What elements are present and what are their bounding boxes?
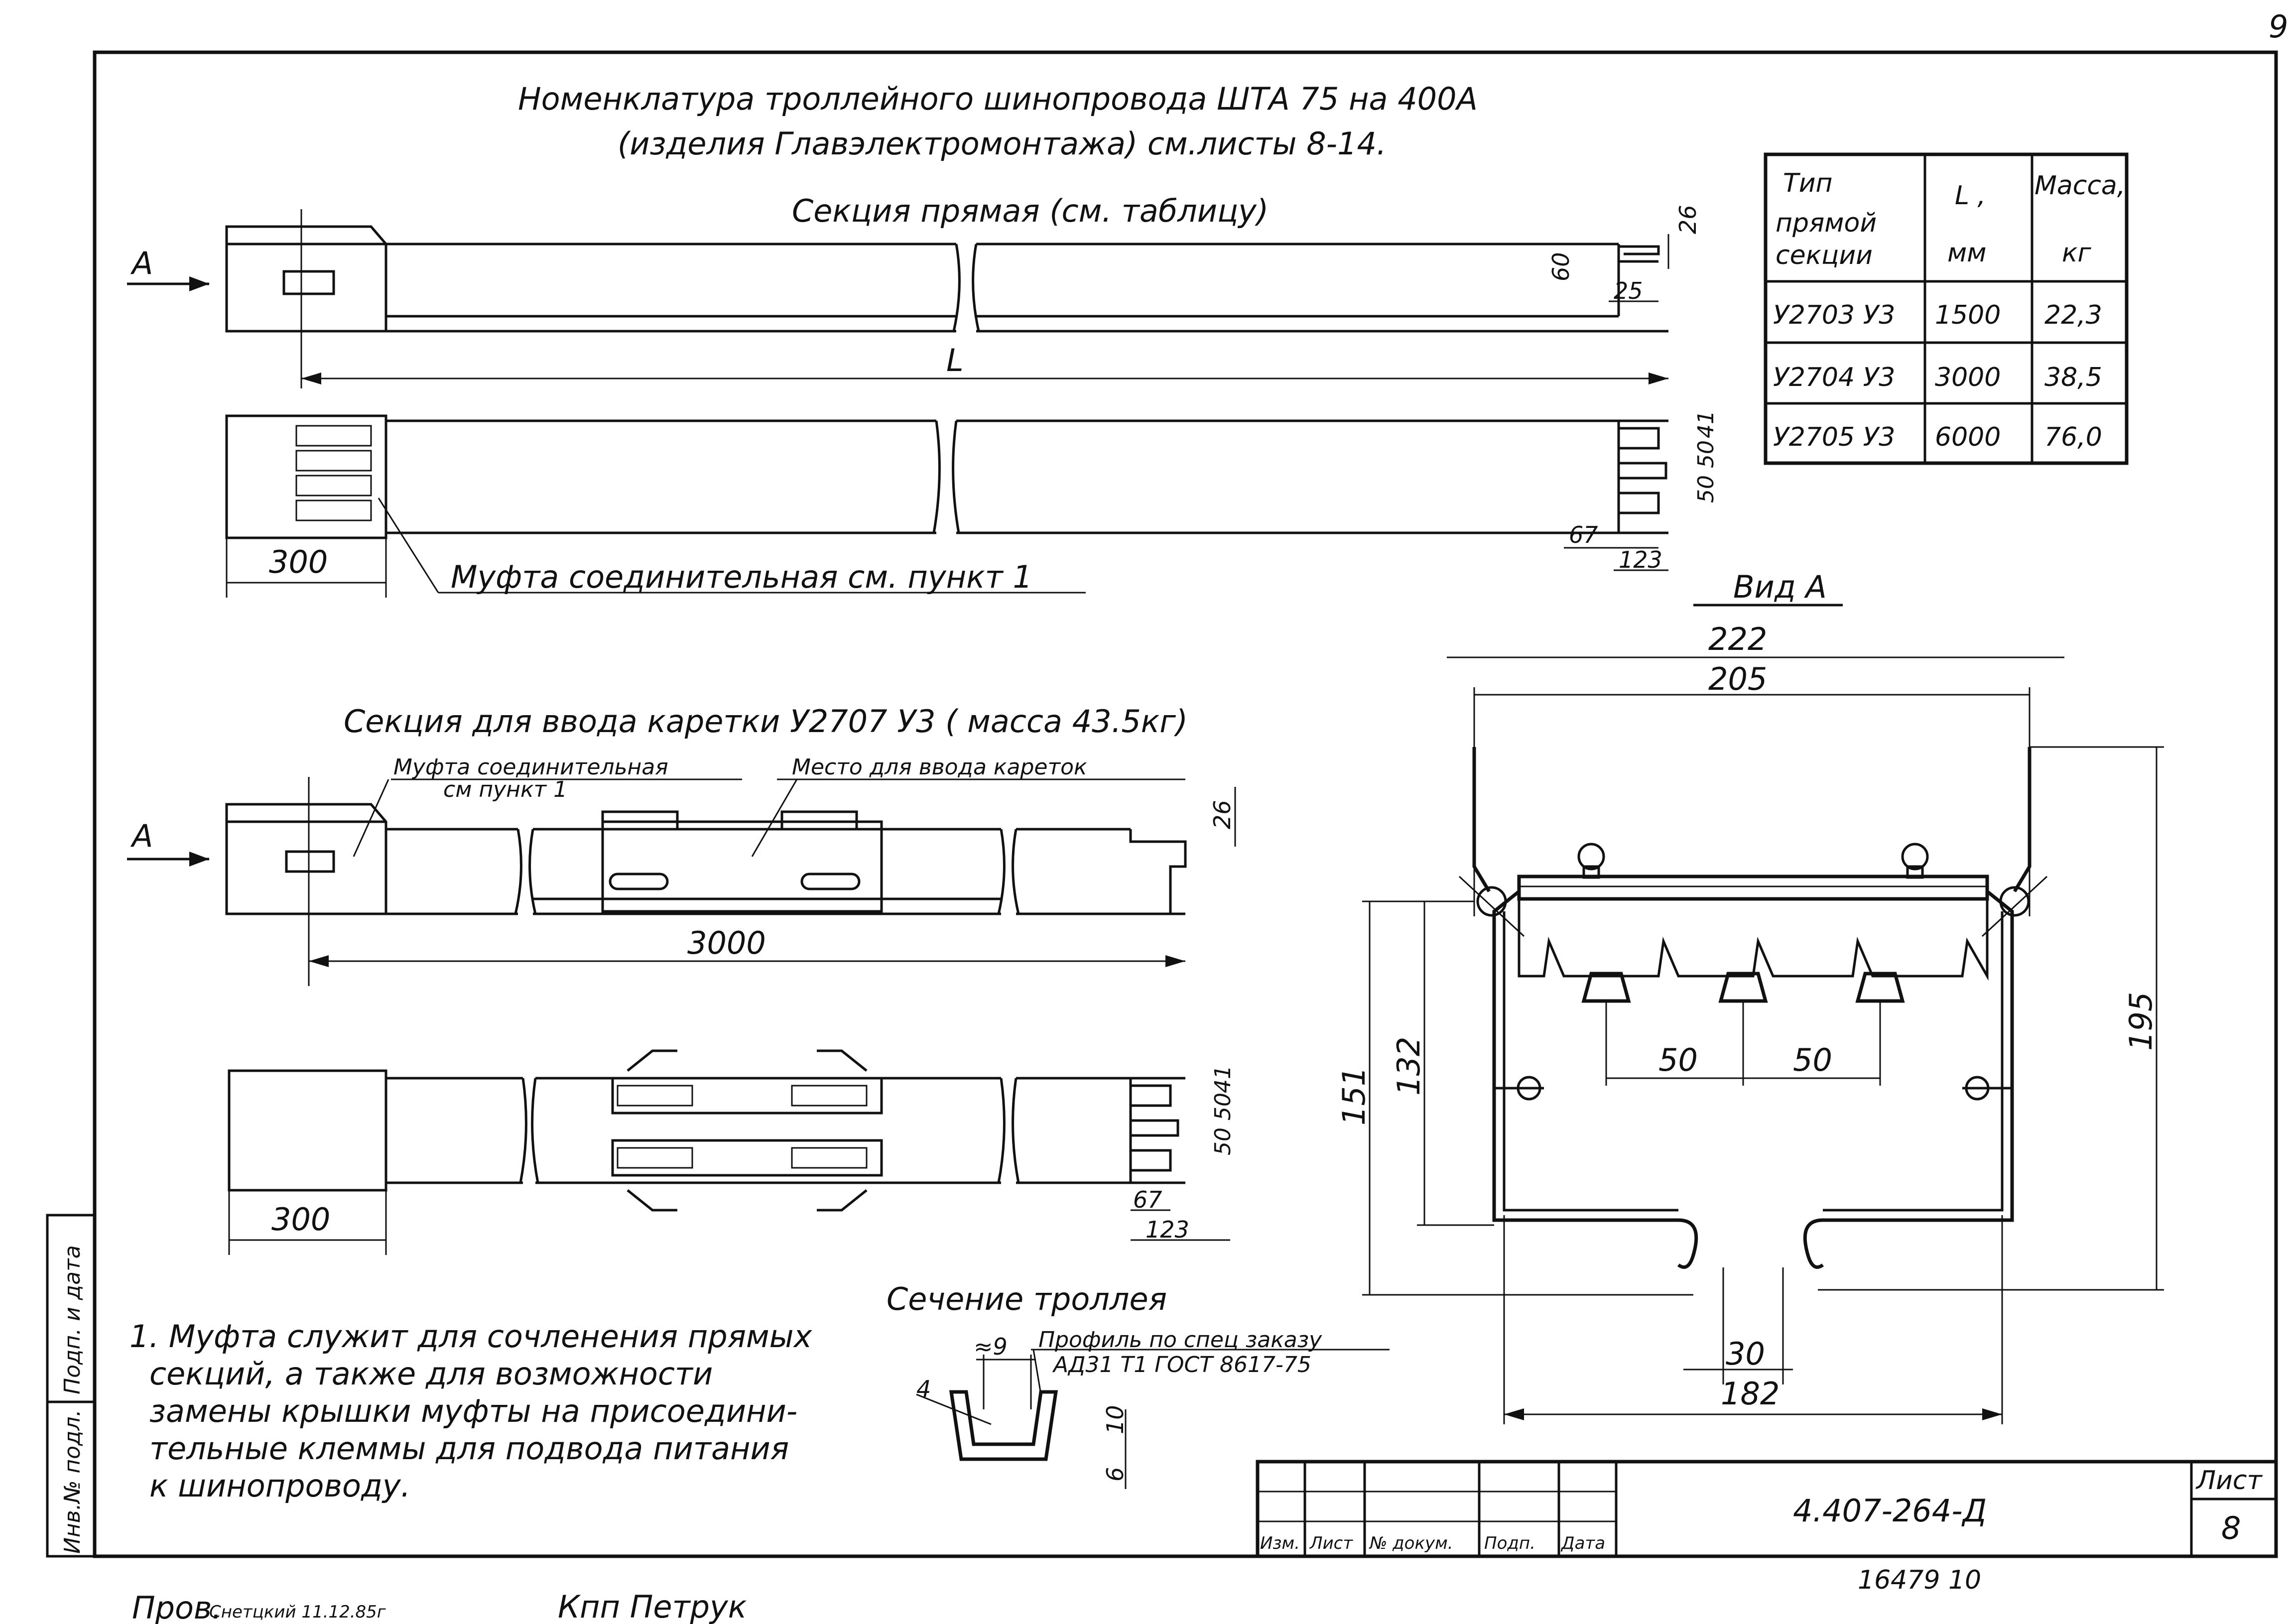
- svg-text:У2705 У3: У2705 У3: [1773, 422, 1895, 452]
- svg-text:123: 123: [1619, 546, 1662, 573]
- svg-text:Дата: Дата: [1560, 1533, 1605, 1553]
- svg-text:Пров.: Пров.: [132, 1590, 222, 1624]
- svg-text:У2704 У3: У2704 У3: [1773, 363, 1895, 392]
- straight-section-plan: 50 50 41 67 123 300 Муфта соединительная…: [225, 410, 1719, 598]
- svg-text:300: 300: [271, 1201, 330, 1238]
- stamp-inventory: Инв.№ подл.: [60, 1409, 85, 1554]
- page-number: 9: [2269, 8, 2288, 45]
- svg-text:67: 67: [1133, 1186, 1162, 1213]
- svg-text:L ,: L ,: [1955, 181, 1986, 211]
- svg-text:50: 50: [1793, 1042, 1832, 1078]
- svg-text:1500: 1500: [1935, 300, 2001, 330]
- svg-text:Муфта соединительная: Муфта соединительная: [393, 754, 668, 780]
- svg-text:22,3: 22,3: [2044, 300, 2102, 330]
- length-symbol: L: [946, 342, 964, 378]
- svg-text:195: 195: [2123, 992, 2159, 1051]
- svg-text:67: 67: [1569, 521, 1598, 548]
- note-block: 1. Муфта служит для сочленения прямых се…: [129, 1318, 813, 1504]
- svg-text:6000: 6000: [1935, 422, 2001, 452]
- svg-text:мм: мм: [1947, 238, 1986, 268]
- svg-text:кг: кг: [2062, 238, 2091, 268]
- svg-text:30: 30: [1726, 1336, 1765, 1372]
- arrow-a-label: А: [130, 245, 153, 281]
- straight-section-elevation: А 26 60 25 L: [127, 205, 1701, 388]
- svg-text:тельные клеммы для подвода пит: тельные клеммы для подвода питания: [149, 1430, 789, 1467]
- svg-text:Масса,: Масса,: [2035, 171, 2125, 201]
- title-line-1: Номенклатура троллейного шинопровода ШТА…: [518, 81, 1478, 117]
- arrow-a-icon: [189, 852, 209, 867]
- entry-section-plan: 50 50 41 67 123 300: [228, 1049, 1236, 1255]
- svg-text:секции: секции: [1776, 241, 1873, 270]
- designation: 4.407-264-Д: [1793, 1493, 1987, 1529]
- svg-text:А: А: [130, 818, 153, 854]
- svg-text:205: 205: [1708, 661, 1767, 697]
- svg-text:№ докум.: № докум.: [1369, 1533, 1453, 1553]
- svg-text:123: 123: [1145, 1216, 1189, 1243]
- svg-text:3000: 3000: [1935, 363, 2001, 392]
- svg-text:6: 6: [1102, 1467, 1129, 1482]
- svg-text:50: 50: [1693, 475, 1719, 503]
- svg-text:к шинопроводу.: к шинопроводу.: [149, 1468, 410, 1504]
- svg-text:≈9: ≈9: [974, 1333, 1008, 1360]
- entry-section-elevation: Муфта соединительная см пункт 1 Место дл…: [127, 754, 1236, 986]
- archive-number: 16479 10: [1858, 1565, 1981, 1595]
- svg-text:3000: 3000: [687, 925, 766, 961]
- svg-text:222: 222: [1708, 621, 1767, 657]
- svg-text:300: 300: [269, 544, 328, 580]
- svg-text:26: 26: [1209, 800, 1236, 829]
- view-a-heading: Вид А: [1733, 569, 1827, 605]
- svg-text:50: 50: [1693, 440, 1719, 468]
- svg-text:50: 50: [1210, 1093, 1236, 1121]
- title-line-2: (изделия Главэлектромонтажа) см.листы 8-…: [618, 125, 1387, 162]
- svg-text:АД31 Т1 ГОСТ 8617-75: АД31 Т1 ГОСТ 8617-75: [1052, 1352, 1311, 1377]
- section-type-table: Тип прямой секции L , мм Масса, кг У2703…: [1764, 152, 2129, 465]
- svg-text:У2703 У3: У2703 У3: [1773, 300, 1895, 330]
- arrow-a-icon: [189, 276, 209, 291]
- svg-text:секций, а также для возможност: секций, а также для возможности: [149, 1356, 713, 1392]
- svg-text:151: 151: [1336, 1067, 1372, 1125]
- svg-text:38,5: 38,5: [2044, 363, 2102, 392]
- svg-text:132: 132: [1391, 1037, 1427, 1096]
- sheet-number: 8: [2221, 1510, 2241, 1546]
- stamp-signature-date: Подп. и дата: [60, 1245, 85, 1394]
- svg-text:1. Муфта служит для сочленения: 1. Муфта служит для сочленения прямых: [129, 1318, 813, 1355]
- svg-text:Подп.: Подп.: [1484, 1533, 1535, 1553]
- svg-text:50: 50: [1658, 1042, 1698, 1078]
- svg-text:Профиль по спец заказу: Профиль по спец заказу: [1038, 1327, 1322, 1353]
- svg-text:Лист: Лист: [1309, 1533, 1353, 1553]
- svg-text:26: 26: [1674, 205, 1701, 234]
- svg-text:25: 25: [1614, 277, 1643, 304]
- entry-section-heading: Секция для ввода каретки У2707 У3 ( масс…: [344, 703, 1188, 740]
- svg-text:182: 182: [1721, 1375, 1780, 1412]
- svg-text:Место для ввода кареток: Место для ввода кареток: [792, 754, 1087, 780]
- svg-text:10: 10: [1102, 1405, 1129, 1434]
- side-stamp: Инв.№ подл. Подп. и дата: [46, 1214, 96, 1558]
- svg-text:см пункт 1: см пункт 1: [443, 777, 567, 802]
- coupling-label: Муфта соединительная см. пункт 1: [451, 559, 1032, 595]
- svg-text:76,0: 76,0: [2044, 422, 2102, 452]
- title-block: Изм. Лист № докум. Подп. Дата 4.407-264-…: [1256, 1460, 2278, 1558]
- svg-text:Тип: Тип: [1783, 168, 1833, 198]
- svg-text:Изм.: Изм.: [1260, 1533, 1300, 1553]
- svg-text:Снетцкий 11.12.85г: Снетцкий 11.12.85г: [209, 1602, 386, 1622]
- svg-text:41: 41: [1210, 1065, 1236, 1093]
- trolley-section-heading: Сечение троллея: [887, 1281, 1167, 1317]
- sheet-frame: [93, 50, 2278, 1558]
- svg-text:41: 41: [1693, 410, 1719, 438]
- svg-text:прямой: прямой: [1776, 208, 1877, 238]
- svg-text:50: 50: [1210, 1127, 1236, 1155]
- trolley-profile: ≈9 4 10 6 Профиль по спец заказу АД31 Т1…: [916, 1327, 1390, 1489]
- svg-text:Лист: Лист: [2195, 1466, 2263, 1496]
- view-a-cross-section: 222 205: [1336, 621, 2164, 1424]
- straight-section-heading: Секция прямая (см. таблицу): [792, 193, 1269, 229]
- svg-text:замены крышки муфты на присоед: замены крышки муфты на присоедини-: [149, 1393, 797, 1429]
- svg-text:60: 60: [1547, 252, 1574, 281]
- svg-text:Кпп Петрук: Кпп Петрук: [558, 1589, 747, 1624]
- svg-text:4: 4: [916, 1375, 931, 1402]
